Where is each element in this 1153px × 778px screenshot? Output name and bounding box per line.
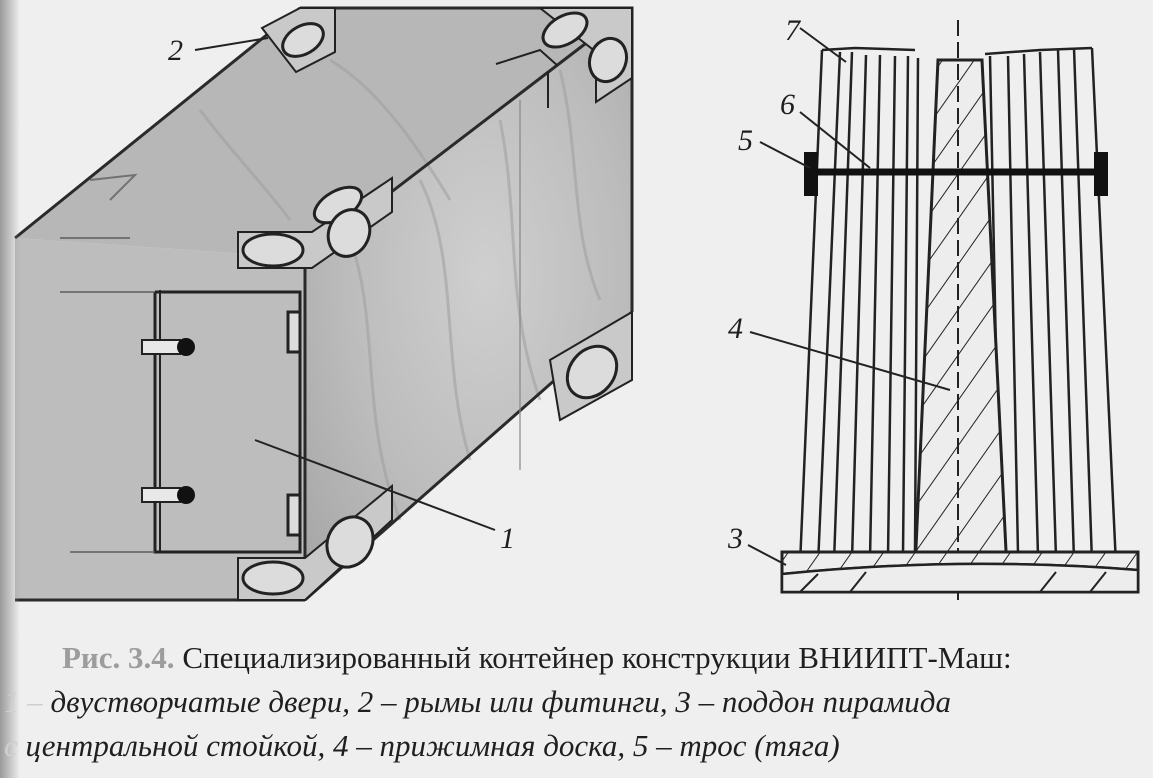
leader-line-7 <box>799 27 847 63</box>
caption-line-2-faint: 1 – <box>4 684 43 719</box>
leader-line-4 <box>749 331 951 391</box>
figure-drawing: 2 1 7 6 5 4 3 <box>14 6 1140 602</box>
container-drawing <box>14 6 634 602</box>
caption-line-1: Рис. 3.4. Специализированный контейнер к… <box>0 636 1153 680</box>
double-door <box>153 290 302 554</box>
label-3: 3 <box>727 522 743 555</box>
label-7: 7 <box>785 14 802 47</box>
cable-end-right <box>1094 152 1108 196</box>
label-5: 5 <box>738 124 753 157</box>
left-edge-lines <box>60 173 155 553</box>
caption-line-3-faint: с <box>4 728 18 763</box>
container-top-face <box>15 8 632 258</box>
caption-prefix: Рис. 3.4. <box>62 640 175 675</box>
leader-line-2 <box>194 37 269 51</box>
caption-line-3-text: центральной стойкой, 4 – прижимная доска… <box>25 728 840 763</box>
wood-grain <box>198 58 602 521</box>
door-handle-lower <box>141 486 195 504</box>
glass-sheets <box>798 46 1118 566</box>
cable-end-left <box>804 152 818 196</box>
pallet-base <box>780 550 1140 594</box>
corner-fitting-middle <box>237 176 393 269</box>
caption-line-2-text: двустворчатые двери, 2 – рымы или фитинг… <box>50 684 951 719</box>
page-gutter-shadow <box>0 0 20 778</box>
corner-fitting-top-left <box>260 7 336 74</box>
leader-line-6 <box>799 111 871 169</box>
corner-fitting-top-right <box>495 7 633 108</box>
leader-line-3 <box>747 544 787 566</box>
label-1: 1 <box>500 522 515 555</box>
leader-line-5 <box>759 141 811 169</box>
label-6: 6 <box>780 88 795 121</box>
caption-line-3: с центральной стойкой, 4 – прижимная дос… <box>0 724 1153 768</box>
door-handle-upper <box>141 338 195 356</box>
leader-line-1 <box>254 439 496 531</box>
corner-fitting-bottom <box>237 483 393 601</box>
label-4: 4 <box>728 312 743 345</box>
caption-title: Специализированный контейнер конструкции… <box>182 640 1012 675</box>
label-2: 2 <box>168 34 183 67</box>
figure-caption: Рис. 3.4. Специализированный контейнер к… <box>0 636 1153 768</box>
central-post <box>912 58 1010 594</box>
caption-line-2: 1 – двустворчатые двери, 2 – рымы или фи… <box>0 680 1153 724</box>
container-side-face <box>305 8 632 600</box>
pyramid-pallet-drawing <box>747 20 1140 600</box>
corner-fitting-right-lower <box>548 310 633 422</box>
